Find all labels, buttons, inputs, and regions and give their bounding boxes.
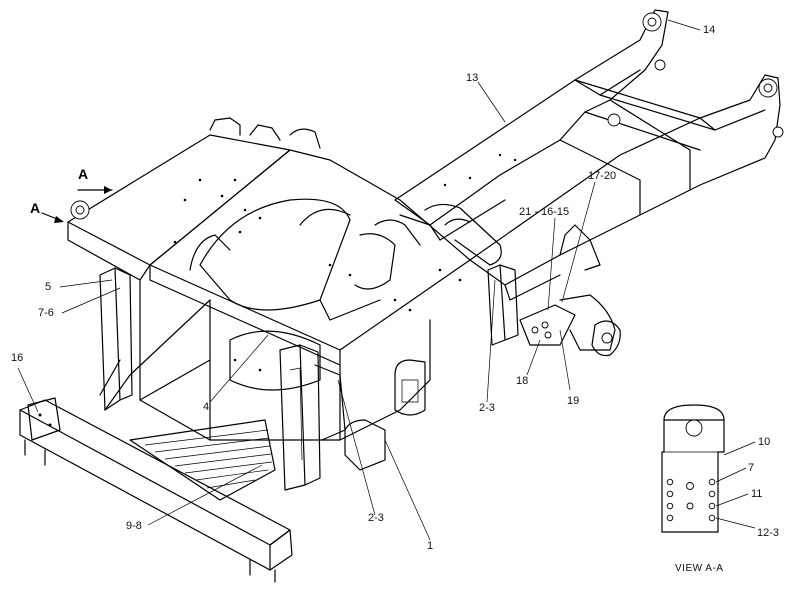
callout-10: 10	[758, 436, 771, 448]
rear-hitch-coupling	[519, 224, 621, 357]
callout-1: 1	[427, 540, 434, 552]
vertical-posts	[99, 264, 519, 491]
front-bumper-beam	[19, 299, 293, 583]
callout-12-3: 12-3	[757, 527, 780, 539]
callout-5: 5	[45, 281, 52, 293]
callout-13: 13	[466, 72, 479, 84]
view-a-marker-lower: A	[30, 200, 41, 216]
callout-18: 18	[516, 375, 529, 387]
callout-7: 7	[748, 462, 755, 474]
rear-frame-rails	[394, 9, 784, 301]
callout-17-20: 17-20	[588, 170, 617, 182]
callout-16: 16	[11, 352, 24, 364]
view-a-marker-upper: A	[78, 166, 89, 182]
leader-lines	[17, 19, 701, 541]
callout-21-16-15: 21 - 16-15	[519, 206, 570, 218]
detail-view-plate	[661, 404, 756, 533]
callout-7-6: 7-6	[38, 307, 54, 319]
callout-2-3-upper: 2-3	[479, 402, 495, 414]
view-a-a-caption: VIEW A-A	[675, 563, 724, 574]
callout-14: 14	[703, 24, 716, 36]
view-a-arrows	[41, 186, 113, 223]
callout-4: 4	[203, 401, 210, 413]
ribbed-floor-plate	[129, 419, 276, 501]
callout-11: 11	[751, 488, 763, 500]
callout-2-3-lower: 2-3	[368, 512, 384, 524]
front-frame-box	[67, 117, 502, 471]
callout-19: 19	[567, 395, 580, 407]
callout-9-8: 9-8	[126, 520, 142, 532]
